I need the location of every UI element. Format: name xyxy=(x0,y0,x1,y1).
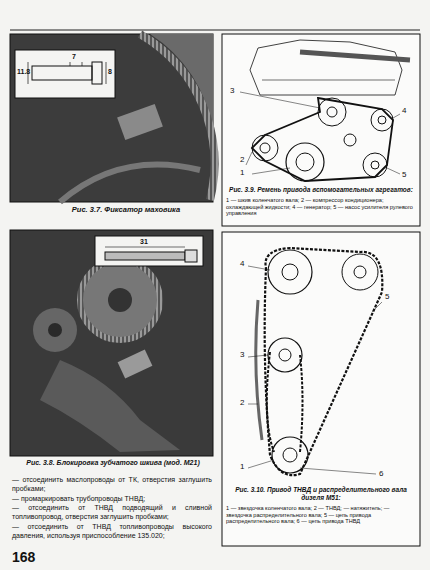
body-text: — отсоединить маслопроводы от ТК, отверс… xyxy=(12,476,212,494)
chain-drive-drawing xyxy=(222,232,420,546)
figure-legend: 1 — шкив коленчатого вала; 2 — компрессо… xyxy=(226,197,416,217)
dimension: 8 xyxy=(108,68,118,76)
top-rule xyxy=(10,30,420,31)
figure-caption: Рис. 3.7. Фиксатор маховика xyxy=(40,205,212,214)
page-number: 168 xyxy=(12,549,52,566)
figure-caption: Рис. 3.8. Блокировка зубчатого шкива (мо… xyxy=(14,459,212,467)
body-text: — отсоединить от ТНВД подводящий и сливн… xyxy=(12,504,212,522)
flywheel-photo xyxy=(10,34,214,202)
callout-number: 1 xyxy=(240,462,250,472)
callout-number: 4 xyxy=(240,259,250,269)
callout-number: 2 xyxy=(240,155,250,165)
callout-number: 5 xyxy=(402,170,412,180)
figure-caption: Рис. 3.10. Привод ТНВД и распределительн… xyxy=(226,486,416,502)
callout-number: 3 xyxy=(240,350,250,360)
callout-number: 3 xyxy=(230,86,240,96)
figure-caption: Рис. 3.9. Ремень привода вспомогательных… xyxy=(226,186,416,194)
body-text: — промаркировать трубопроводы ТНВД; xyxy=(12,495,212,504)
callout-number: 2 xyxy=(240,398,250,408)
callout-number: 6 xyxy=(379,469,389,479)
callout-number: 1 xyxy=(240,168,250,178)
body-text: — отсоединить от ТНВД топливопроводы выс… xyxy=(12,523,212,541)
figure-legend: 1 — звездочка коленчатого вала; 2 — ТНВД… xyxy=(226,505,416,525)
dimension: 11.8 xyxy=(17,68,31,76)
camshaft-sprocket-photo xyxy=(10,230,213,456)
belt-drive-drawing xyxy=(222,34,420,226)
callout-number: 4 xyxy=(402,106,412,116)
dimension: 31 xyxy=(140,238,160,246)
callout-number: 5 xyxy=(385,292,395,302)
dimension: 7 xyxy=(72,53,82,61)
